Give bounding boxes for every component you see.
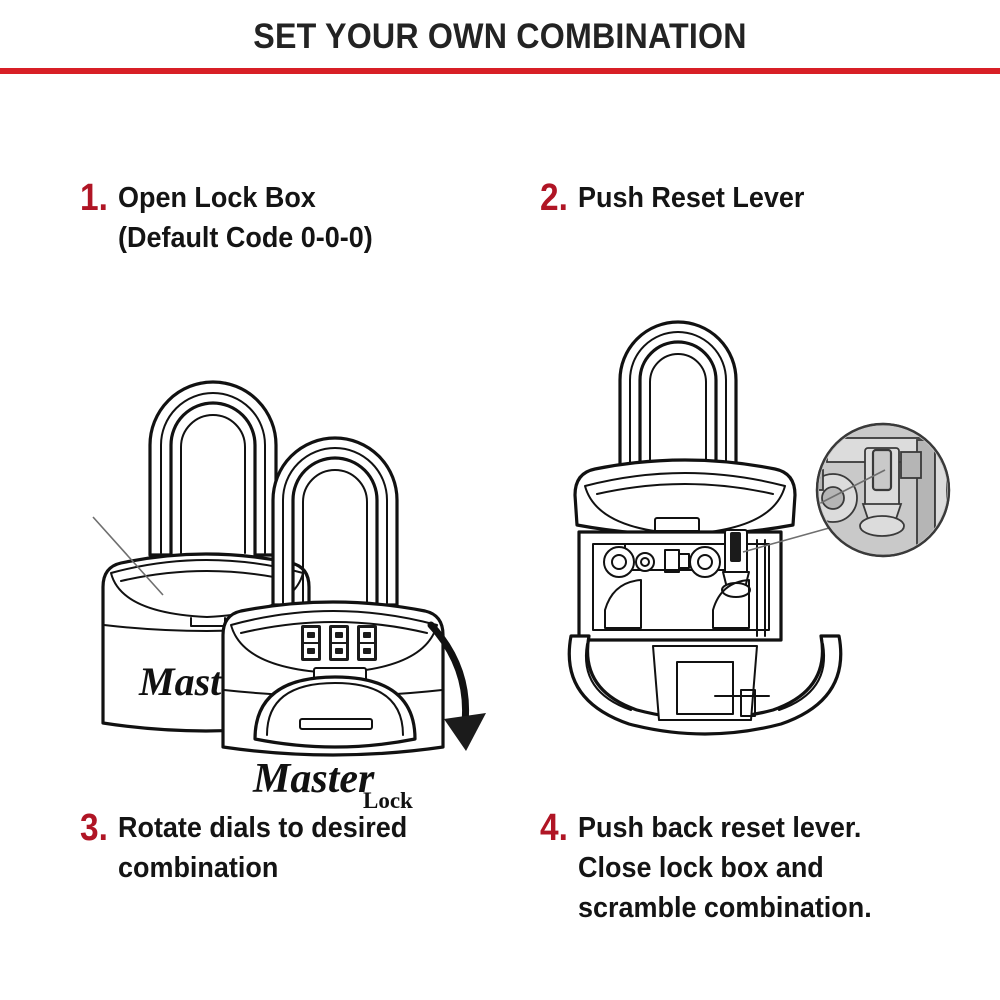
front-box-brand-master: Master xyxy=(252,756,375,802)
step-3-text: Rotate dials to desired combination xyxy=(118,808,407,888)
dial-2[interactable] xyxy=(329,625,349,661)
step-1-text: Open Lock Box (Default Code 0-0-0) xyxy=(118,178,373,258)
step-3-line-2: combination xyxy=(117,852,279,884)
reset-lever[interactable] xyxy=(721,529,751,598)
illustration-reset-lever xyxy=(565,300,965,740)
internal-mechanism xyxy=(603,543,726,578)
lock-box-interior xyxy=(577,529,783,642)
header: SET YOUR OWN COMBINATION xyxy=(0,0,1000,76)
combination-dials[interactable] xyxy=(301,625,377,661)
right-box-top-dome xyxy=(573,458,797,539)
front-lock-box: Master Lock xyxy=(221,436,445,813)
step-1: 1. Open Lock Box (Default Code 0-0-0) xyxy=(80,178,392,258)
step-1-line-2: (Default Code 0-0-0) xyxy=(117,222,373,254)
step-4-line-3: scramble combination. xyxy=(577,892,872,924)
step-1-line-1: Open Lock Box xyxy=(117,182,316,214)
step-3-number: 3. xyxy=(80,807,108,849)
step-4-number: 4. xyxy=(540,807,568,849)
step-2-number: 2. xyxy=(540,177,568,219)
step-4-line-2: Close lock box and xyxy=(577,852,824,884)
lock-box-open-door xyxy=(567,634,843,736)
step-3: 3. Rotate dials to desired combination xyxy=(80,808,429,888)
reset-lever-callout xyxy=(815,422,951,558)
step-4-text: Push back reset lever. Close lock box an… xyxy=(578,808,872,928)
step-4-line-1: Push back reset lever. xyxy=(577,812,862,844)
page-title: SET YOUR OWN COMBINATION xyxy=(253,17,747,56)
leader-line xyxy=(92,516,164,596)
lock-box-door xyxy=(253,675,417,749)
step-1-number: 1. xyxy=(80,177,108,219)
step-4: 4. Push back reset lever. Close lock box… xyxy=(540,808,894,928)
dial-3[interactable] xyxy=(357,625,377,661)
step-2-text: Push Reset Lever xyxy=(578,178,804,218)
title-divider-rule xyxy=(0,68,1000,74)
illustration-lock-boxes: Master xyxy=(92,295,525,813)
step-2-line-1: Push Reset Lever xyxy=(577,182,805,214)
step-2: 2. Push Reset Lever xyxy=(540,178,821,218)
dial-1[interactable] xyxy=(301,625,321,661)
right-box-shackle xyxy=(618,320,738,477)
rotate-arrow-icon xyxy=(427,621,486,751)
front-box-brand-lock: Lock xyxy=(363,788,413,813)
step-3-line-1: Rotate dials to desired xyxy=(117,812,407,844)
